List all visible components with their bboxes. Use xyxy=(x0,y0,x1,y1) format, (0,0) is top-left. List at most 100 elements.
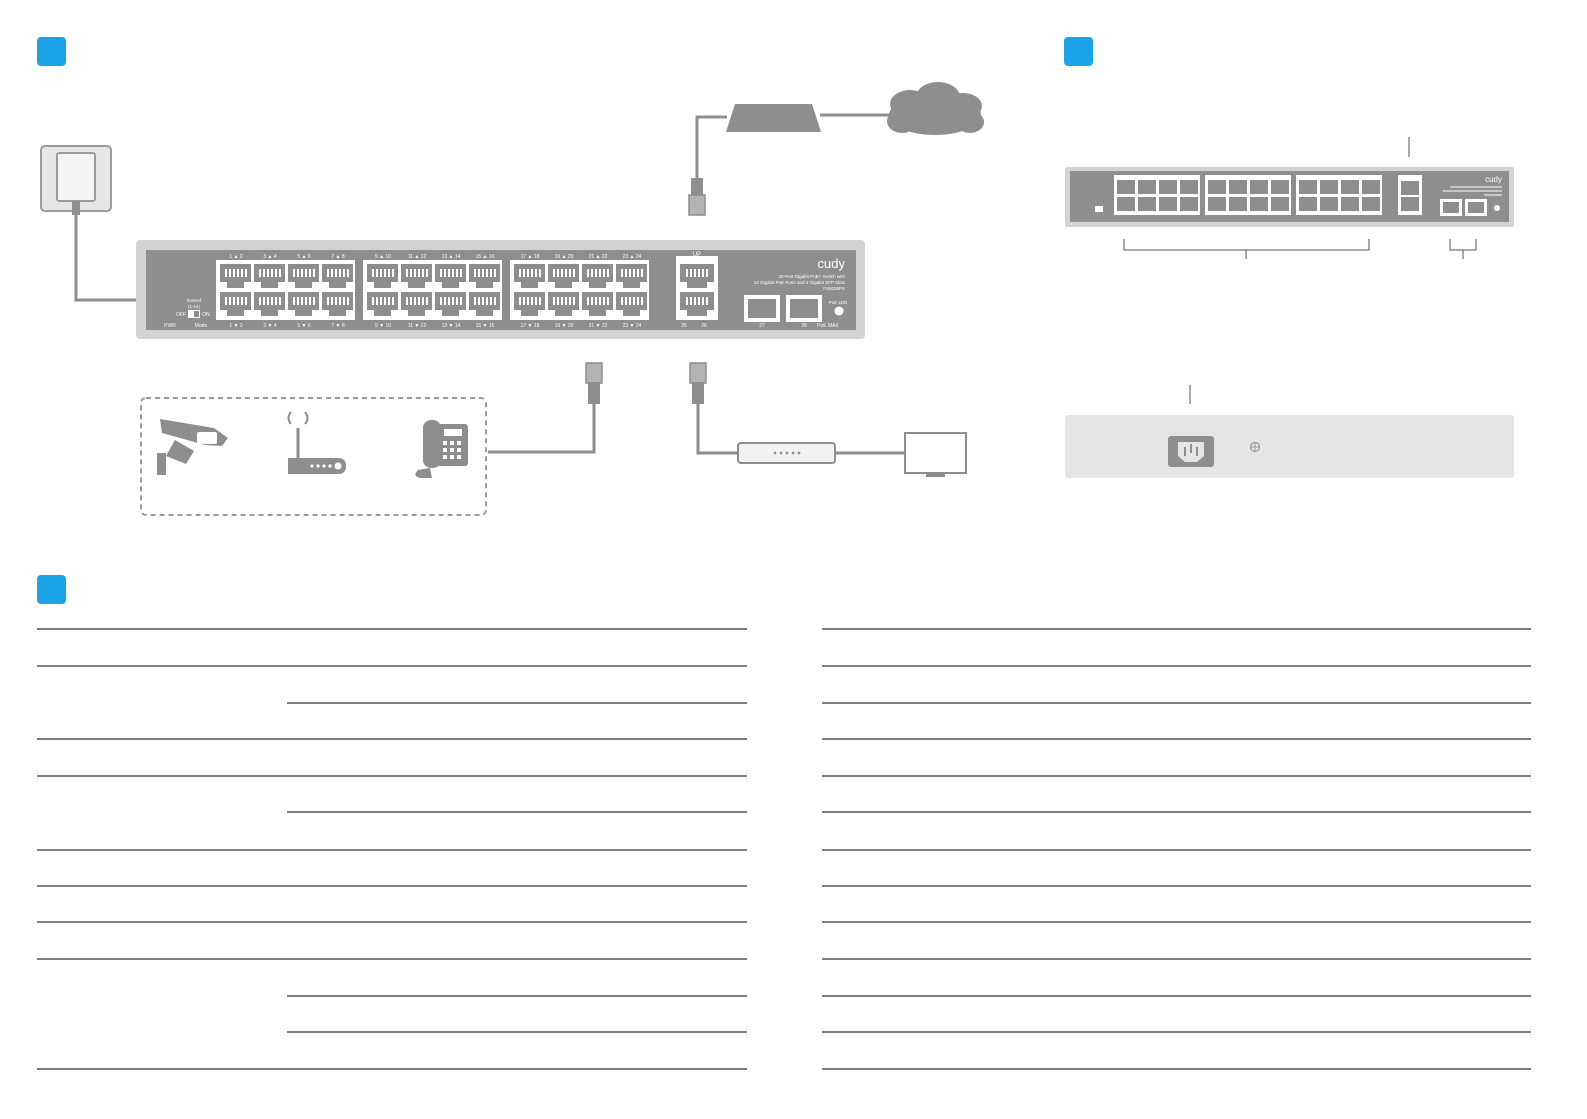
port-number-label: 1 ▼ 2 xyxy=(229,323,243,329)
rj45-port xyxy=(401,264,432,288)
port-number-label: 1 ▲ 2 xyxy=(229,254,243,260)
rj45-port xyxy=(514,264,545,288)
pwr-label: PWR xyxy=(164,323,176,329)
port-number-label: 11 ▲ 12 xyxy=(408,254,427,260)
rj45-port xyxy=(254,264,285,288)
ac-power-socket-icon xyxy=(1168,436,1214,467)
rj45-port-small xyxy=(1208,197,1226,211)
rj45-port-small xyxy=(1159,180,1177,194)
rj45-port xyxy=(367,264,398,288)
port-number-label: 15 ▲ 16 xyxy=(476,254,495,260)
rj45-port-small xyxy=(1117,180,1135,194)
poe-led xyxy=(834,306,844,316)
rj45-plug-lan xyxy=(689,362,707,404)
rj45-plug-top xyxy=(688,178,706,216)
rj45-port-small xyxy=(1250,180,1268,194)
rj45-port xyxy=(288,264,319,288)
rj45-port xyxy=(288,292,319,316)
switch-off-label: OFF xyxy=(176,312,186,318)
port-number-label: 9 ▲ 10 xyxy=(375,254,391,260)
rj45-port xyxy=(367,292,398,316)
port-number-label: 7 ▲ 8 xyxy=(331,254,345,260)
rj45-port xyxy=(254,292,285,316)
rj45-port xyxy=(514,292,545,316)
port-number-label: 17 ▼ 18 xyxy=(521,323,540,329)
ground-screw-icon xyxy=(1249,441,1261,453)
uplink-label: UP xyxy=(693,252,701,258)
rj45-port-small xyxy=(1299,197,1317,211)
rj45-port-small xyxy=(1138,197,1156,211)
modem-icon xyxy=(726,104,821,132)
rj45-port-small xyxy=(1341,197,1359,211)
rj45-port xyxy=(322,264,353,288)
spec-table-right xyxy=(822,628,1531,1070)
rj45-port xyxy=(582,264,613,288)
internet-cloud-icon xyxy=(887,82,984,135)
uplink-port-25-label: 25 xyxy=(681,323,687,329)
rj45-port-small xyxy=(1138,180,1156,194)
rj45-port-small xyxy=(1208,180,1226,194)
section-marker-2 xyxy=(1064,37,1093,66)
rj45-port xyxy=(548,264,579,288)
port-number-label: 13 ▼ 14 xyxy=(442,323,461,329)
power-cable xyxy=(74,215,138,302)
rj45-port xyxy=(582,292,613,316)
description-line-1: 26-Port Gigabit PoE+ Switch with xyxy=(779,274,846,279)
section-marker-3 xyxy=(37,575,66,604)
rj45-port-small xyxy=(1159,197,1177,211)
port-number-label: 13 ▲ 14 xyxy=(442,254,461,260)
rj45-port xyxy=(401,292,432,316)
switch-rear-panel xyxy=(1065,415,1514,478)
rj45-port-small xyxy=(1362,180,1380,194)
switch-on-label: ON xyxy=(202,312,210,318)
rj45-port xyxy=(220,264,251,288)
callout-lines xyxy=(1123,137,1477,404)
sfp-27-label: 27 xyxy=(759,323,765,329)
section-marker-1 xyxy=(37,37,66,66)
port-number-label: 7 ▼ 8 xyxy=(331,323,345,329)
rj45-port xyxy=(616,292,647,316)
port-number-label: 23 ▼ 24 xyxy=(623,323,642,329)
rj45-port xyxy=(435,292,466,316)
port-number-label: 15 ▼ 16 xyxy=(476,323,495,329)
brand-logo: cudy xyxy=(818,256,846,271)
small-brand-logo: cudy xyxy=(1485,175,1502,184)
port-number-label: 3 ▲ 4 xyxy=(263,254,277,260)
port-number-label: 19 ▲ 20 xyxy=(555,254,574,260)
ip-phone-icon xyxy=(415,420,468,478)
rj45-port-small xyxy=(1271,197,1289,211)
computer-monitor-icon xyxy=(904,432,967,477)
rj45-port xyxy=(322,292,353,316)
port-number-label: 21 ▼ 22 xyxy=(589,323,608,329)
port-number-label: 5 ▲ 6 xyxy=(297,254,311,260)
lan-cable xyxy=(696,404,738,455)
switch-front-panel-small: cudy xyxy=(1065,167,1514,227)
sfp-28-label: 28 xyxy=(801,323,807,329)
rj45-uplink-port xyxy=(680,292,714,316)
extend-note: (1-24) xyxy=(188,304,201,309)
rj45-port-small xyxy=(1362,197,1380,211)
poe-cable xyxy=(488,404,596,454)
rj45-port-small xyxy=(1271,180,1289,194)
cctv-camera-icon xyxy=(157,419,228,475)
port-number-label: 11 ▼ 12 xyxy=(408,323,427,329)
rj45-port-small xyxy=(1341,180,1359,194)
model-number: FS5026PS xyxy=(823,286,845,291)
power-adapter-icon xyxy=(40,145,112,215)
port-number-label: 21 ▲ 22 xyxy=(589,254,608,260)
rj45-port-small xyxy=(1229,197,1247,211)
rj45-port xyxy=(469,292,500,316)
rj45-uplink-port xyxy=(680,264,714,288)
rj45-port-small xyxy=(1320,197,1338,211)
rj45-port-small xyxy=(1299,180,1317,194)
poe-led-label: PoE LED xyxy=(829,300,848,305)
rj45-port-small xyxy=(1180,180,1198,194)
rj45-port-small xyxy=(1229,180,1247,194)
rj45-port-small xyxy=(1320,180,1338,194)
port-number-label: 5 ▼ 6 xyxy=(297,323,311,329)
spec-table-left xyxy=(37,628,747,1070)
mode-label: Mode xyxy=(195,323,208,329)
rj45-plug-poe xyxy=(585,362,603,404)
